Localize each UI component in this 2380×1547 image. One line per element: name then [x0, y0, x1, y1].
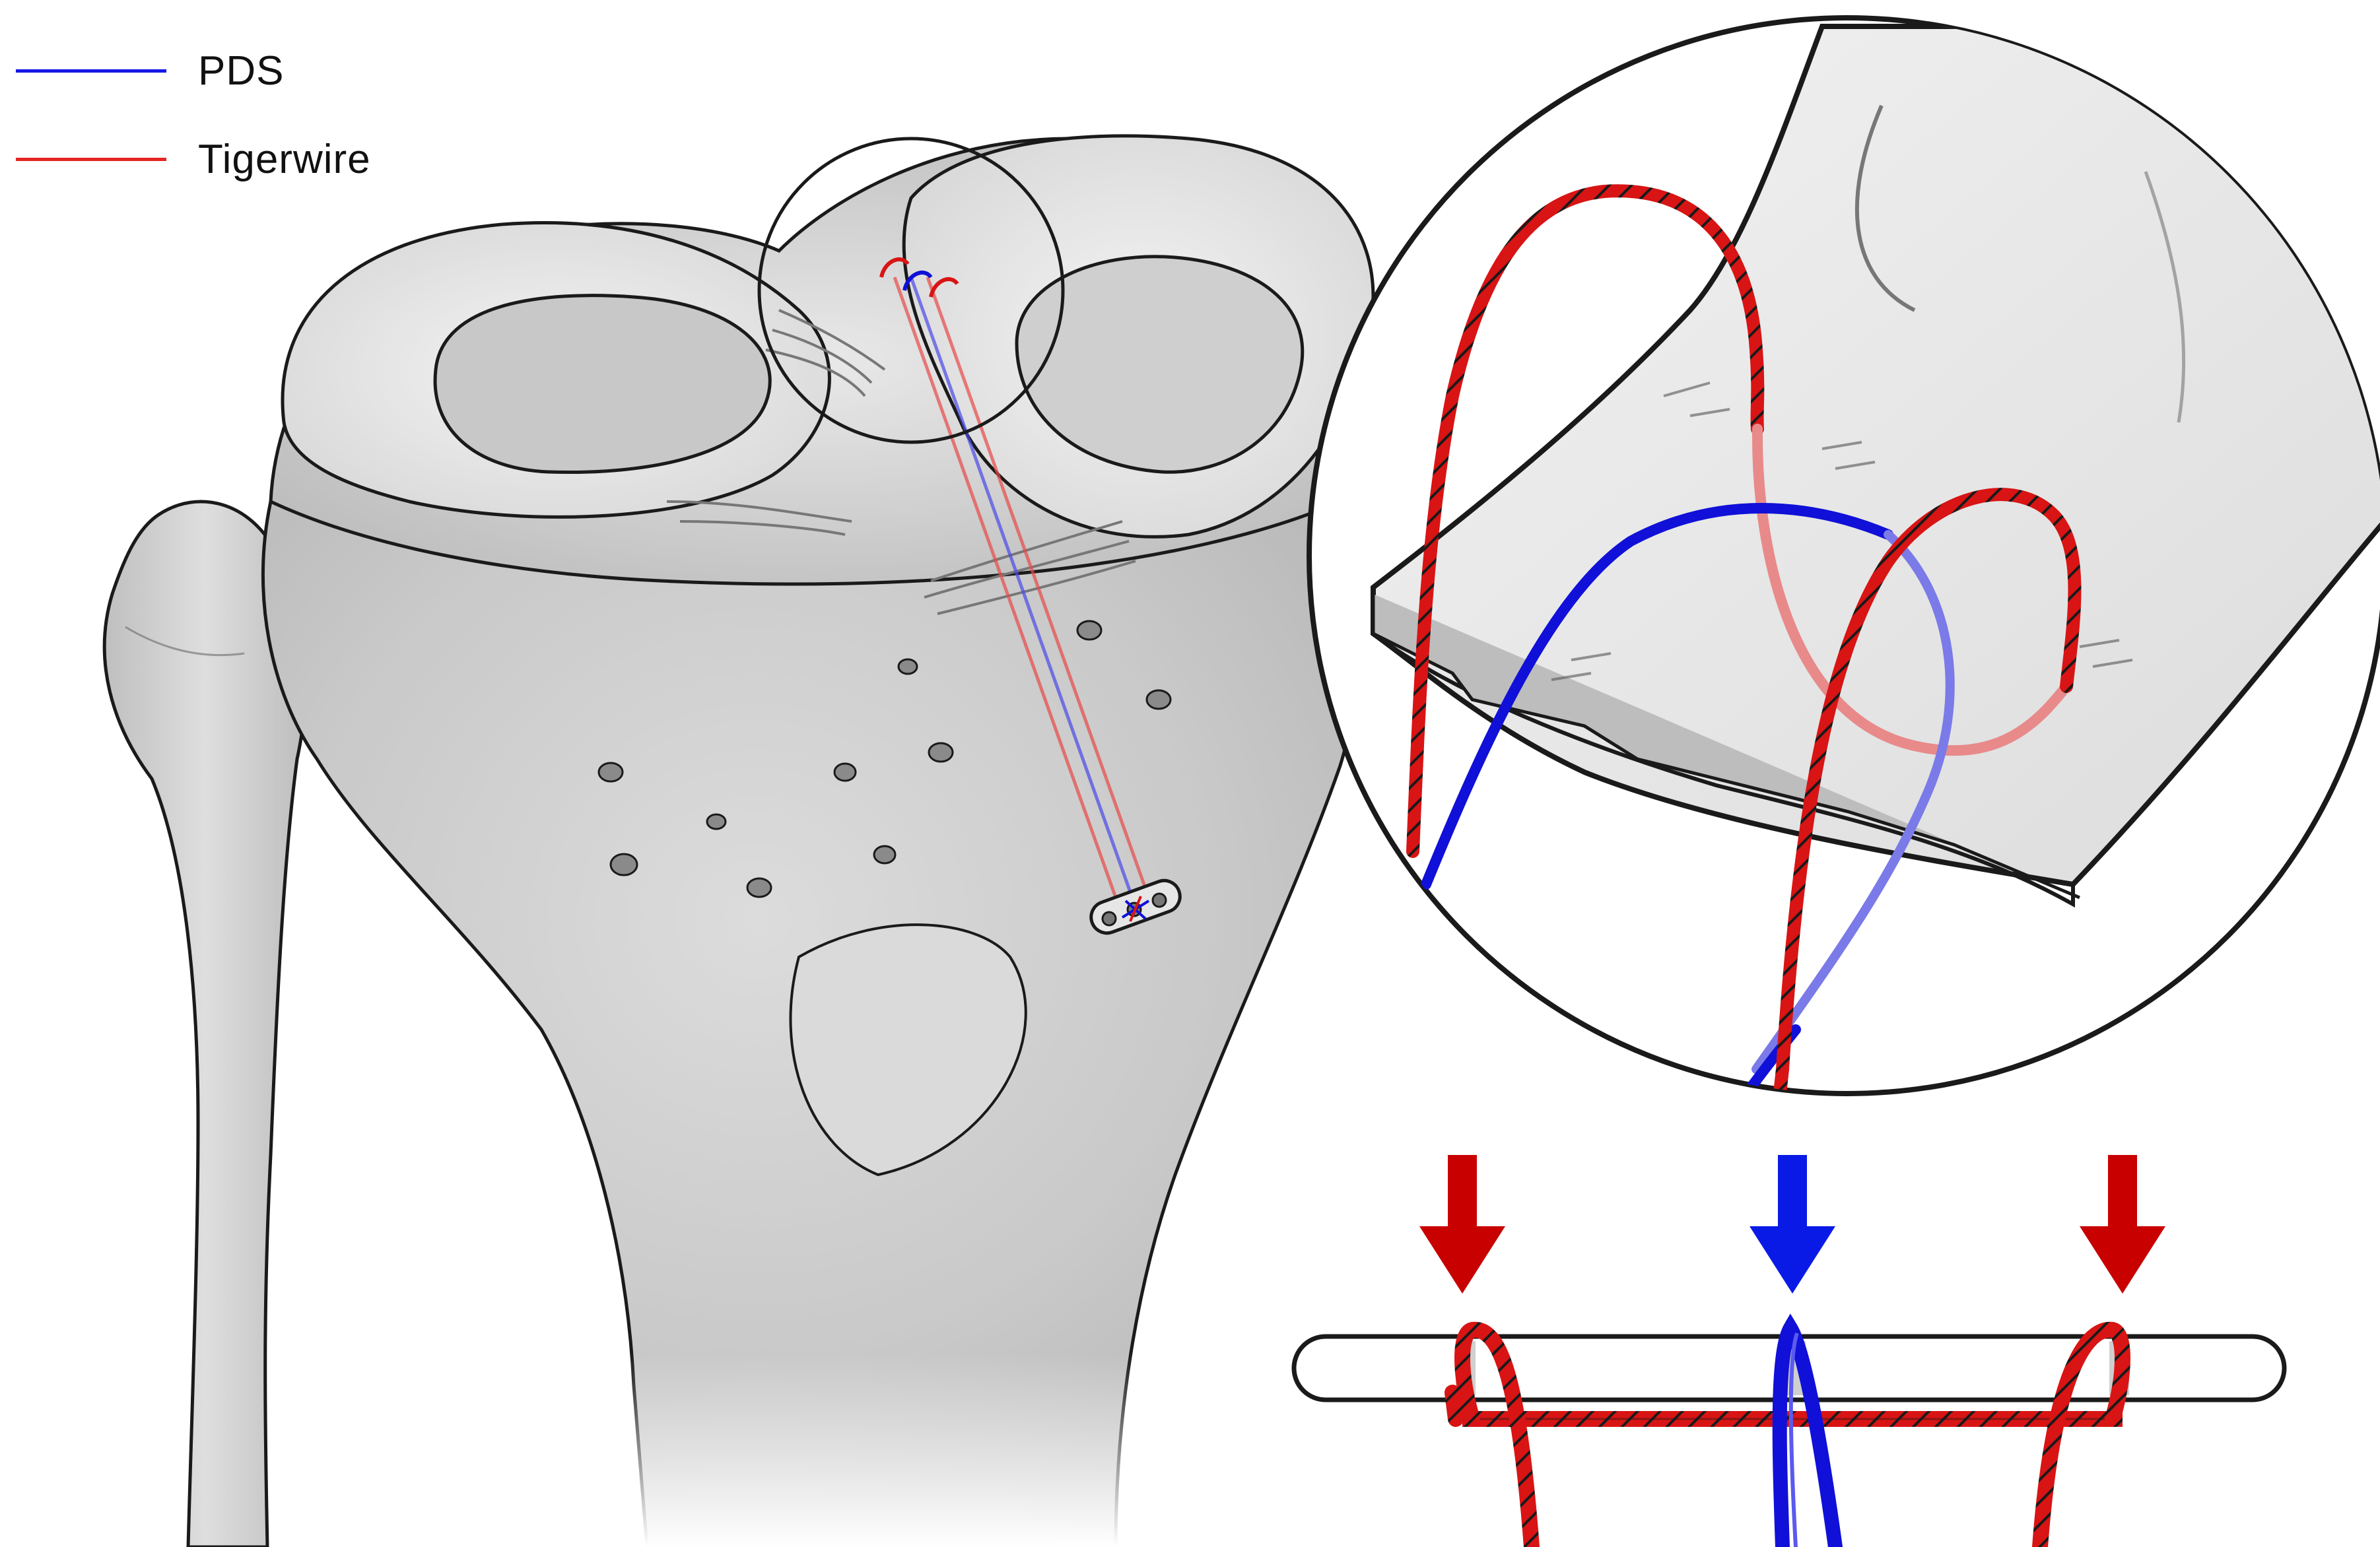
inset-detail [1307, 15, 2380, 1096]
root-suture-loops [879, 257, 959, 298]
button-schematic [1291, 1155, 2287, 1547]
foramina [597, 620, 1172, 898]
legend-label-tigerwire: Tigerwire [198, 136, 371, 182]
lateral-meniscus [902, 134, 1375, 539]
legend-label-pds: PDS [198, 48, 285, 94]
legend-swatch-pds [16, 69, 166, 73]
legend-item-tigerwire: Tigerwire [16, 115, 371, 203]
down-arrow-blue [1750, 1155, 1835, 1294]
down-arrow-red-left [1419, 1155, 1505, 1294]
down-arrow-red-right [2080, 1155, 2165, 1294]
cortical-button-tibia [1089, 878, 1182, 935]
legend-item-pds: PDS [16, 26, 371, 115]
medial-meniscus [281, 221, 831, 519]
magnifier-circle [757, 137, 1065, 444]
legend: PDS Tigerwire [16, 26, 371, 203]
legend-swatch-tigerwire [16, 157, 166, 161]
transtibial-sutures [893, 277, 1151, 898]
